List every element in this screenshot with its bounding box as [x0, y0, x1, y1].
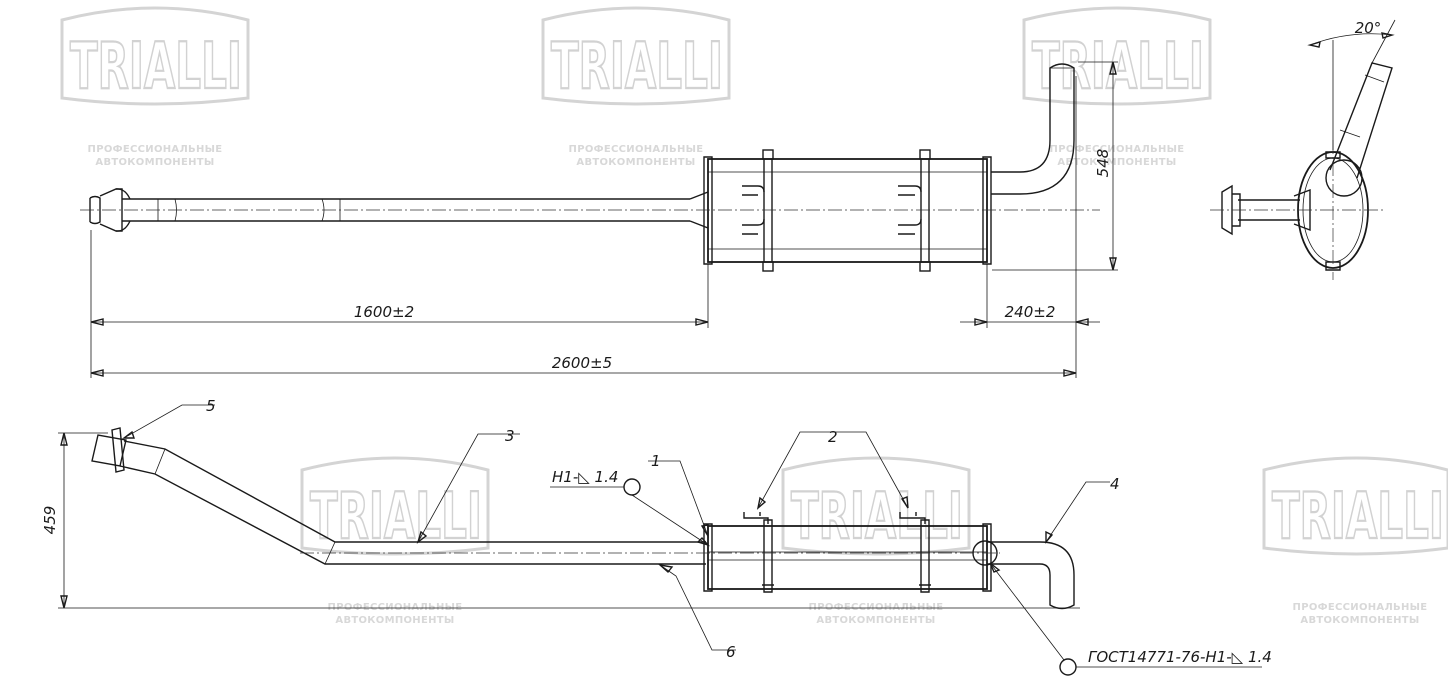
callout-leaders [121, 404, 1110, 651]
side-view: 459 1 2 3 4 5 6 Н1-◺ 1.4 ГОСТ14771 [41, 397, 1272, 676]
end-view: 20° [1210, 19, 1396, 280]
watermark-logo-6: TRIALLI [1262, 456, 1448, 556]
watermark-line2: АВТОКОМПОНЕНТЫ [95, 157, 214, 168]
weld-right-symbol [989, 562, 1262, 676]
watermark-line1: ПРОФЕССИОНАЛЬНЫЕ [569, 144, 704, 155]
side-dimension-lines [58, 432, 1080, 609]
watermark-brand: TRIALLI [70, 30, 242, 104]
watermark-brand: TRIALLI [791, 480, 963, 554]
watermark-line1: ПРОФЕССИОНАЛЬНЫЕ [809, 602, 944, 613]
callout-2: 2 [828, 428, 838, 446]
dimension-lines [90, 61, 1118, 378]
watermark-line1: ПРОФЕССИОНАЛЬНЫЕ [1050, 144, 1185, 155]
watermark-line1: ПРОФЕССИОНАЛЬНЫЕ [88, 144, 223, 155]
callout-3: 3 [505, 427, 515, 445]
callout-5: 5 [206, 397, 216, 415]
watermark-logo-2: TRIALLI [541, 6, 731, 106]
watermark-logo-5: TRIALLI [781, 456, 971, 556]
weld-left-label: Н1-◺ 1.4 [552, 468, 618, 486]
muffler-body [703, 156, 992, 265]
watermark-group: TRIALLI TRIALLI TRIALLI TRIALLI TRIALLI … [60, 6, 1448, 626]
watermark-line2: АВТОКОМПОНЕНТЫ [335, 615, 454, 626]
dim-548: 548 [1094, 149, 1112, 178]
side-muffler-body [703, 512, 992, 593]
side-tailpipe [972, 540, 1075, 610]
watermark-line2: АВТОКОМПОНЕНТЫ [816, 615, 935, 626]
watermark-logo-3: TRIALLI [1022, 6, 1212, 106]
watermark-line2: АВТОКОМПОНЕНТЫ [576, 157, 695, 168]
watermark-line1: ПРОФЕССИОНАЛЬНЫЕ [328, 602, 463, 613]
tailpipe [991, 63, 1075, 195]
top-view: 1600±2 240±2 2600±5 548 [80, 61, 1118, 378]
callout-6: 6 [726, 643, 736, 661]
clamp-left [742, 149, 774, 272]
watermark-brand: TRIALLI [551, 30, 723, 104]
dim-240: 240±2 [1005, 303, 1056, 321]
side-inlet-flange [91, 427, 127, 473]
weld-right-label: ГОСТ14771-76-Н1-◺ 1.4 [1088, 648, 1272, 666]
watermark-line1: ПРОФЕССИОНАЛЬНЫЕ [1293, 602, 1428, 613]
watermark-line2: АВТОКОМПОНЕНТЫ [1057, 157, 1176, 168]
dim-angle: 20° [1355, 19, 1382, 37]
callout-1: 1 [651, 452, 661, 470]
watermark-brand: TRIALLI [1032, 30, 1204, 104]
watermark-line2: АВТОКОМПОНЕНТЫ [1300, 615, 1419, 626]
dim-2600: 2600±5 [552, 354, 612, 372]
dim-1600: 1600±2 [354, 303, 414, 321]
watermark-brand: TRIALLI [310, 480, 482, 554]
watermark-brand: TRIALLI [1272, 480, 1444, 554]
watermark-logo-1: TRIALLI [60, 6, 250, 106]
callout-4: 4 [1110, 475, 1120, 493]
clamp-right [898, 149, 931, 272]
weld-left-symbol [550, 478, 711, 547]
dim-459: 459 [41, 506, 59, 535]
